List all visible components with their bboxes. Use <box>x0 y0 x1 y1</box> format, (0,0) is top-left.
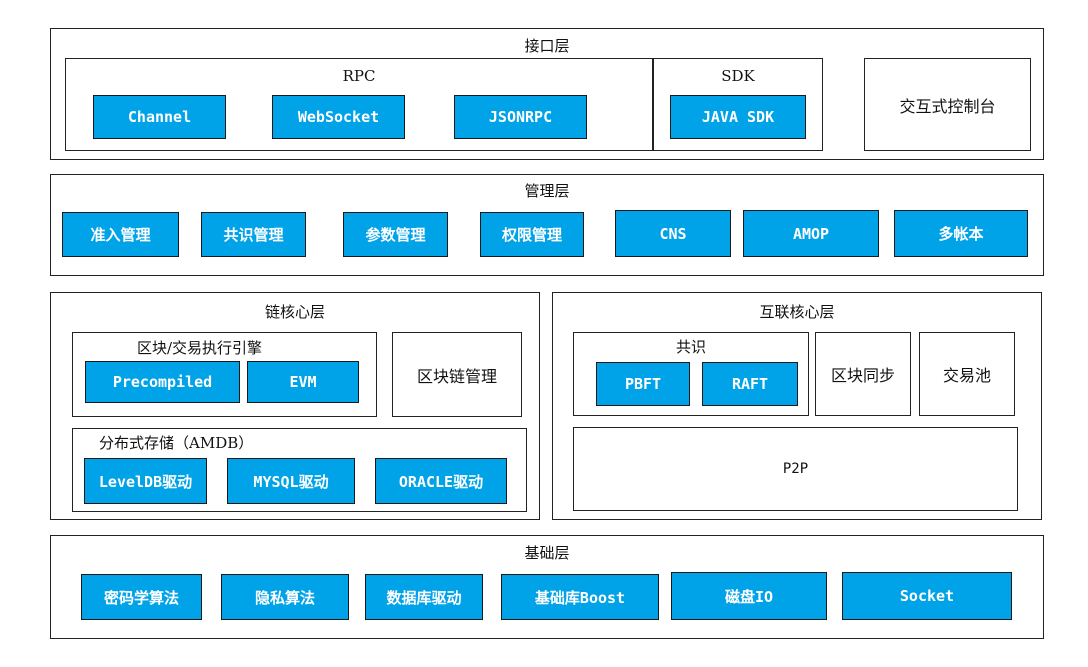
consensus-group: 共识 PBFT RAFT <box>573 332 809 416</box>
p2p-box: P2P <box>573 427 1018 511</box>
interactive-console-box: 交互式控制台 <box>864 58 1031 151</box>
consensus-management-box: 共识管理 <box>201 212 306 257</box>
rpc-websocket-box: WebSocket <box>272 95 405 139</box>
permission-management-box: 权限管理 <box>480 212 584 257</box>
pbft-box: PBFT <box>596 362 690 406</box>
management-layer-title: 管理层 <box>524 182 570 200</box>
java-sdk-box: JAVA SDK <box>670 95 806 139</box>
block-sync-box: 区块同步 <box>815 332 911 416</box>
network-core-layer-title: 互联核心层 <box>759 303 835 321</box>
rpc-group-title: RPC <box>342 67 376 85</box>
access-management-box: 准入管理 <box>62 212 179 257</box>
sdk-group: SDK JAVA SDK <box>653 58 823 151</box>
oracle-driver-box: ORACLE驱动 <box>375 458 507 504</box>
privacy-algorithm-box: 隐私算法 <box>221 574 349 620</box>
multi-ledger-box: 多帐本 <box>894 210 1028 257</box>
execution-engine-group: 区块/交易执行引擎 Precompiled EVM <box>72 332 377 417</box>
distributed-storage-group: 分布式存储（AMDB） LevelDB驱动 MYSQL驱动 ORACLE驱动 <box>72 428 527 512</box>
blockchain-management-box: 区块链管理 <box>392 332 522 417</box>
boost-library-box: 基础库Boost <box>501 574 659 620</box>
amop-box: AMOP <box>743 210 879 257</box>
leveldb-driver-box: LevelDB驱动 <box>84 458 207 504</box>
cryptography-box: 密码学算法 <box>81 574 202 620</box>
rpc-group: RPC Channel WebSocket JSONRPC <box>65 58 653 151</box>
interface-layer-title: 接口层 <box>524 37 570 55</box>
interface-layer: 接口层 RPC Channel WebSocket JSONRPC SDK JA… <box>50 28 1044 160</box>
socket-box: Socket <box>842 572 1012 620</box>
management-layer: 管理层 准入管理 共识管理 参数管理 权限管理 CNS AMOP 多帐本 <box>50 174 1044 276</box>
base-layer: 基础层 密码学算法 隐私算法 数据库驱动 基础库Boost 磁盘IO Socke… <box>50 535 1044 639</box>
disk-io-box: 磁盘IO <box>671 572 827 620</box>
rpc-channel-box: Channel <box>93 95 226 139</box>
chain-core-layer-title: 链核心层 <box>264 303 325 321</box>
evm-box: EVM <box>247 361 359 403</box>
cns-box: CNS <box>615 210 731 257</box>
raft-box: RAFT <box>702 362 798 406</box>
parameter-management-box: 参数管理 <box>343 212 448 257</box>
database-driver-box: 数据库驱动 <box>365 574 483 620</box>
execution-engine-title: 区块/交易执行引擎 <box>137 339 263 357</box>
chain-core-layer: 链核心层 区块/交易执行引擎 Precompiled EVM 区块链管理 分布式… <box>50 292 540 520</box>
distributed-storage-title: 分布式存储（AMDB） <box>99 434 254 452</box>
tx-pool-box: 交易池 <box>919 332 1015 416</box>
mysql-driver-box: MYSQL驱动 <box>227 458 355 504</box>
precompiled-box: Precompiled <box>85 361 240 403</box>
network-core-layer: 互联核心层 共识 PBFT RAFT 区块同步 交易池 P2P <box>552 292 1042 520</box>
consensus-group-title: 共识 <box>675 338 706 356</box>
rpc-jsonrpc-box: JSONRPC <box>454 95 587 139</box>
base-layer-title: 基础层 <box>524 544 570 562</box>
sdk-group-title: SDK <box>721 67 755 85</box>
